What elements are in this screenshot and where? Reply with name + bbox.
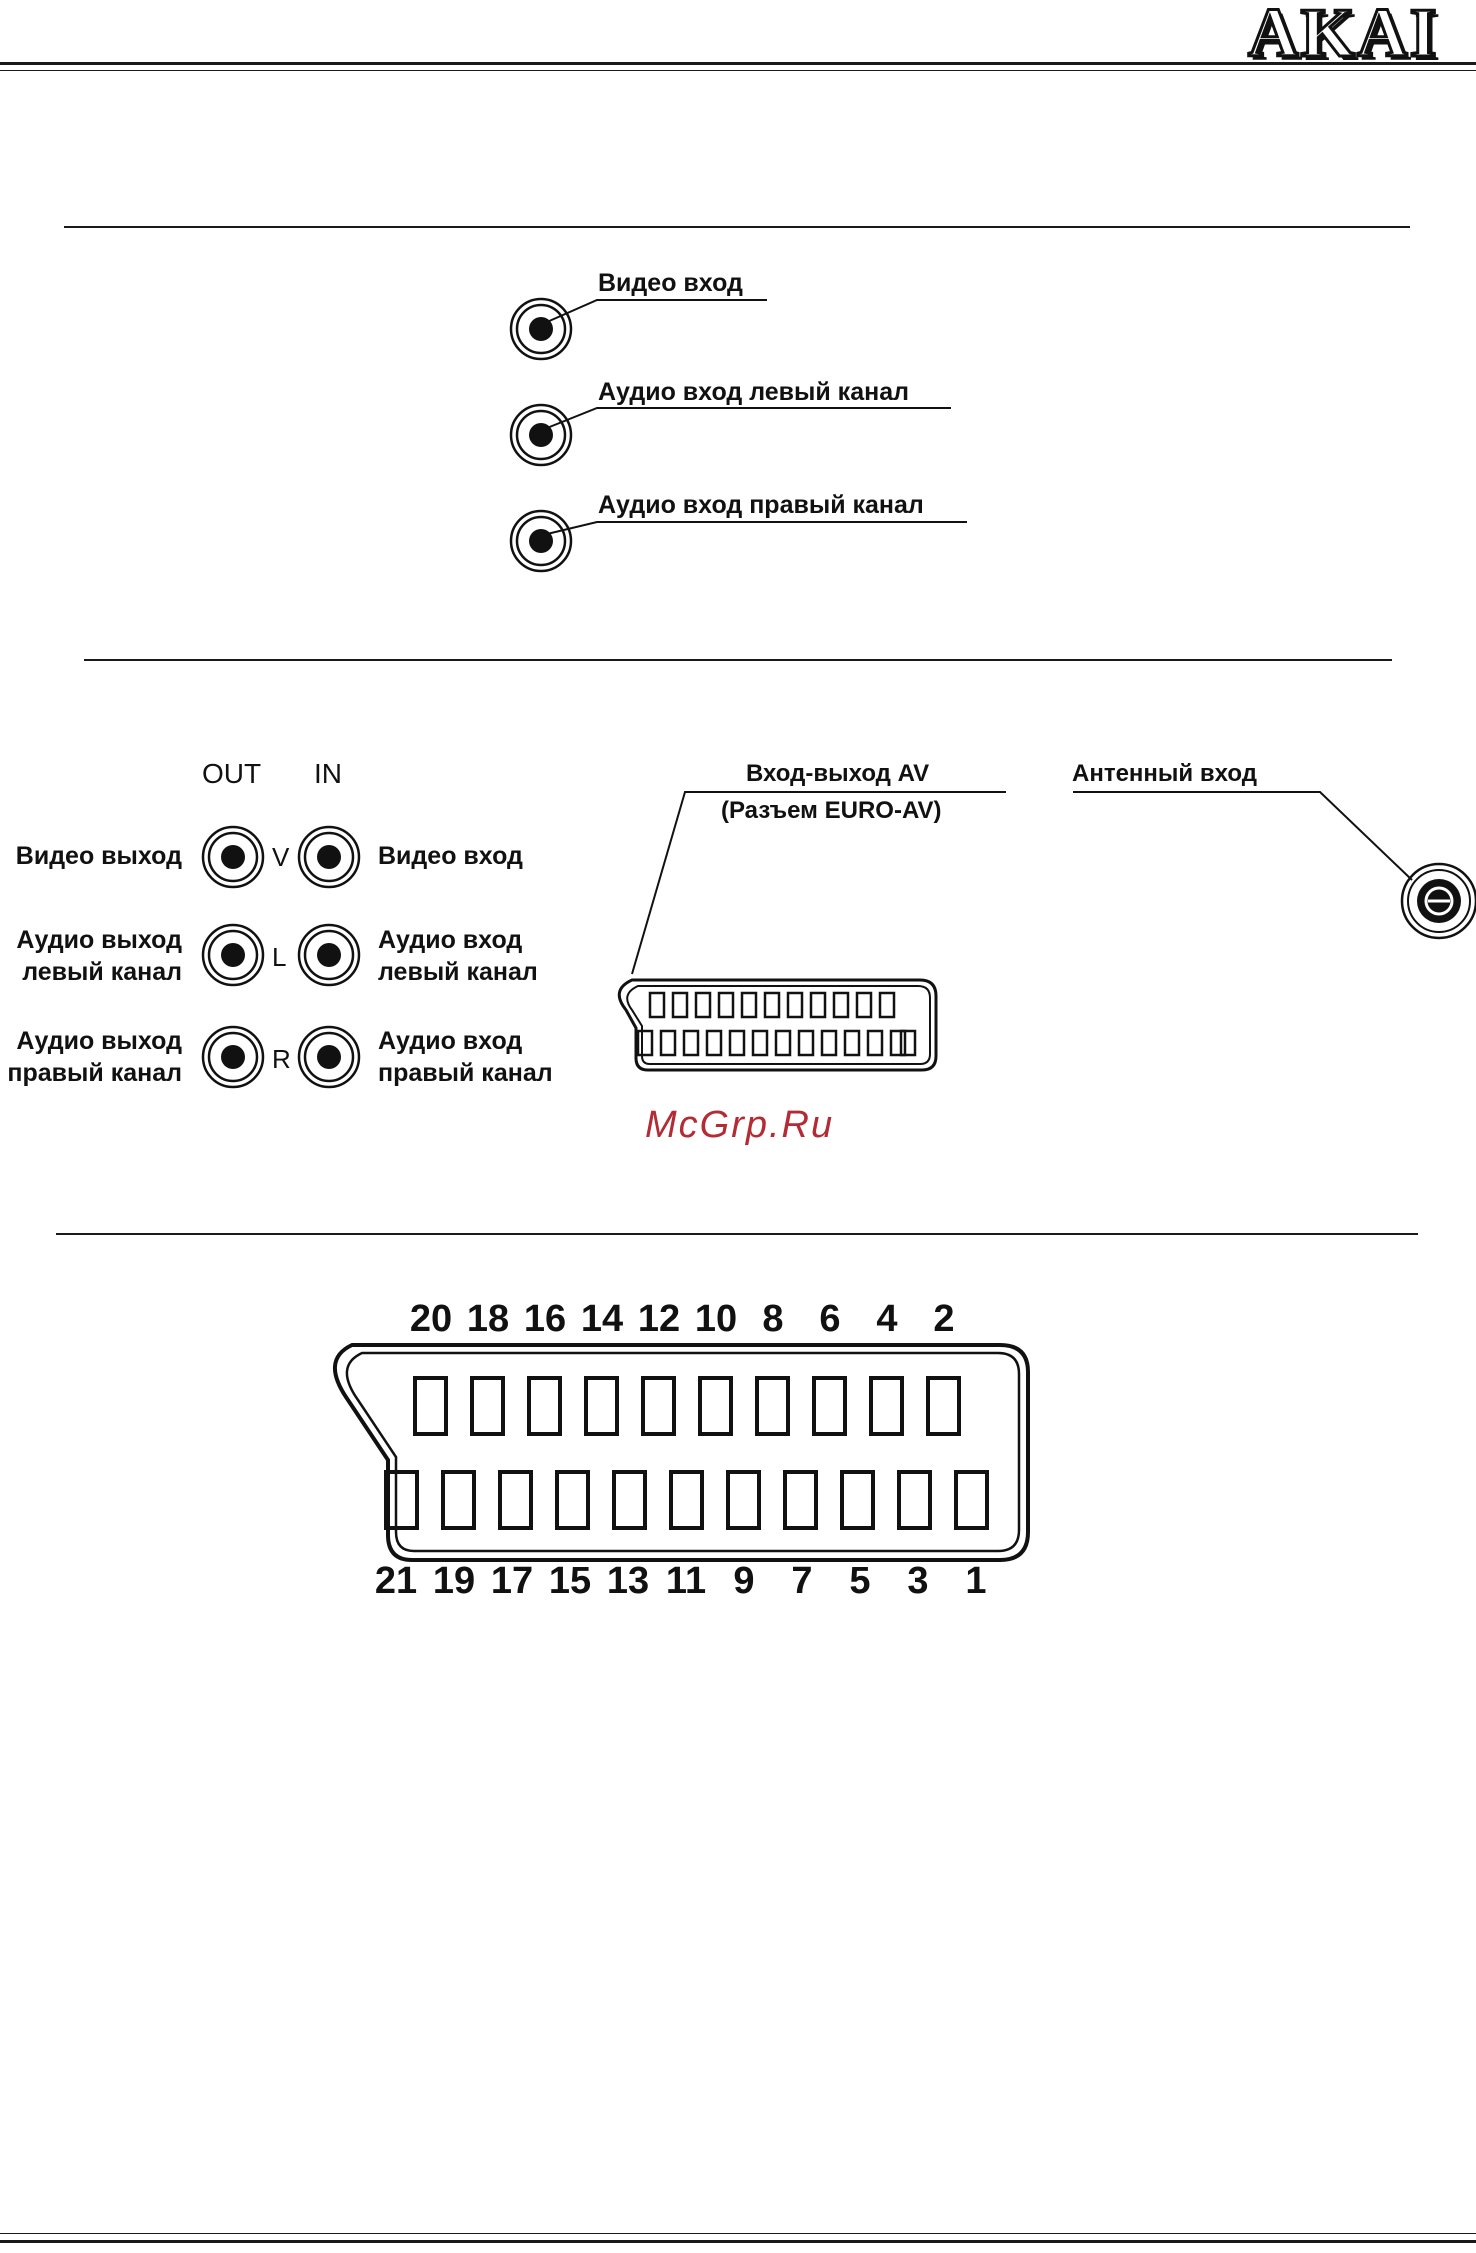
- pin-number: 5: [849, 1560, 871, 1602]
- pin-number: 8: [762, 1298, 784, 1340]
- pin-number: 17: [490, 1560, 534, 1602]
- row-letter-l: L: [272, 942, 287, 972]
- pin-number: 9: [733, 1560, 755, 1602]
- section-divider-3: [56, 1233, 1418, 1235]
- pin-number: 3: [907, 1560, 929, 1602]
- top-video-in-jack: [509, 297, 767, 361]
- rear-rca-jacks: [201, 825, 361, 1089]
- antenna-jack: [1073, 791, 1476, 940]
- in-column-header: IN: [314, 758, 342, 789]
- large-scart-connector: [332, 1343, 1030, 1562]
- pin-number: 20: [409, 1298, 453, 1340]
- pin-number: 10: [694, 1298, 738, 1340]
- header-rule-thin: [0, 70, 1476, 71]
- pin-number: 14: [580, 1298, 624, 1340]
- akai-logo: AKAI: [1247, 0, 1439, 74]
- video-in-label: Видео вход: [378, 842, 523, 870]
- row-letter-v: V: [272, 842, 290, 872]
- top-audio-left-jack: [509, 403, 951, 467]
- top-audio-right-jack: [509, 509, 967, 573]
- footer-rule-thin: [0, 2233, 1476, 2234]
- antenna-label: Антенный вход: [1072, 760, 1257, 787]
- pin-number: 7: [791, 1560, 813, 1602]
- top-audio-left-label: Аудио вход левый канал: [598, 378, 909, 406]
- pin-number: 19: [432, 1560, 476, 1602]
- footer-rule: [0, 2240, 1476, 2243]
- top-audio-right-label: Аудио вход правый канал: [598, 491, 924, 519]
- pin-number: 4: [876, 1298, 898, 1340]
- scart-label-line2: (Разъем EURO-AV): [721, 797, 942, 824]
- audio-in-left-label: Аудио вход левый канал: [378, 926, 538, 986]
- audio-out-left-label: Аудио выход левый канал: [16, 926, 182, 986]
- pin-number: 21: [374, 1560, 418, 1602]
- pin-number: 12: [637, 1298, 681, 1340]
- audio-in-right-label: Аудио вход правый канал: [378, 1027, 553, 1087]
- video-out-label: Видео выход: [15, 842, 182, 870]
- watermark: McGrp.Ru: [645, 1104, 835, 1146]
- header-rule: [0, 62, 1476, 65]
- pin-number: 11: [665, 1560, 707, 1602]
- row-letter-r: R: [272, 1044, 291, 1074]
- audio-out-right-label: Аудио выход правый канал: [7, 1027, 182, 1087]
- section-divider-2: [84, 659, 1392, 661]
- section-divider-1: [64, 226, 1410, 228]
- top-video-in-label: Видео вход: [598, 269, 743, 297]
- pin-number: 15: [548, 1560, 592, 1602]
- pin-number: 18: [466, 1298, 510, 1340]
- out-column-header: OUT: [202, 758, 262, 789]
- pin-number: 6: [819, 1298, 841, 1340]
- small-scart-connector: [617, 791, 1006, 1072]
- pin-number: 13: [606, 1560, 650, 1602]
- scart-label-line1: Вход-выход AV: [746, 760, 930, 787]
- pin-number: 16: [523, 1298, 567, 1340]
- pin-number: 2: [933, 1298, 955, 1340]
- pin-number: 1: [965, 1560, 987, 1602]
